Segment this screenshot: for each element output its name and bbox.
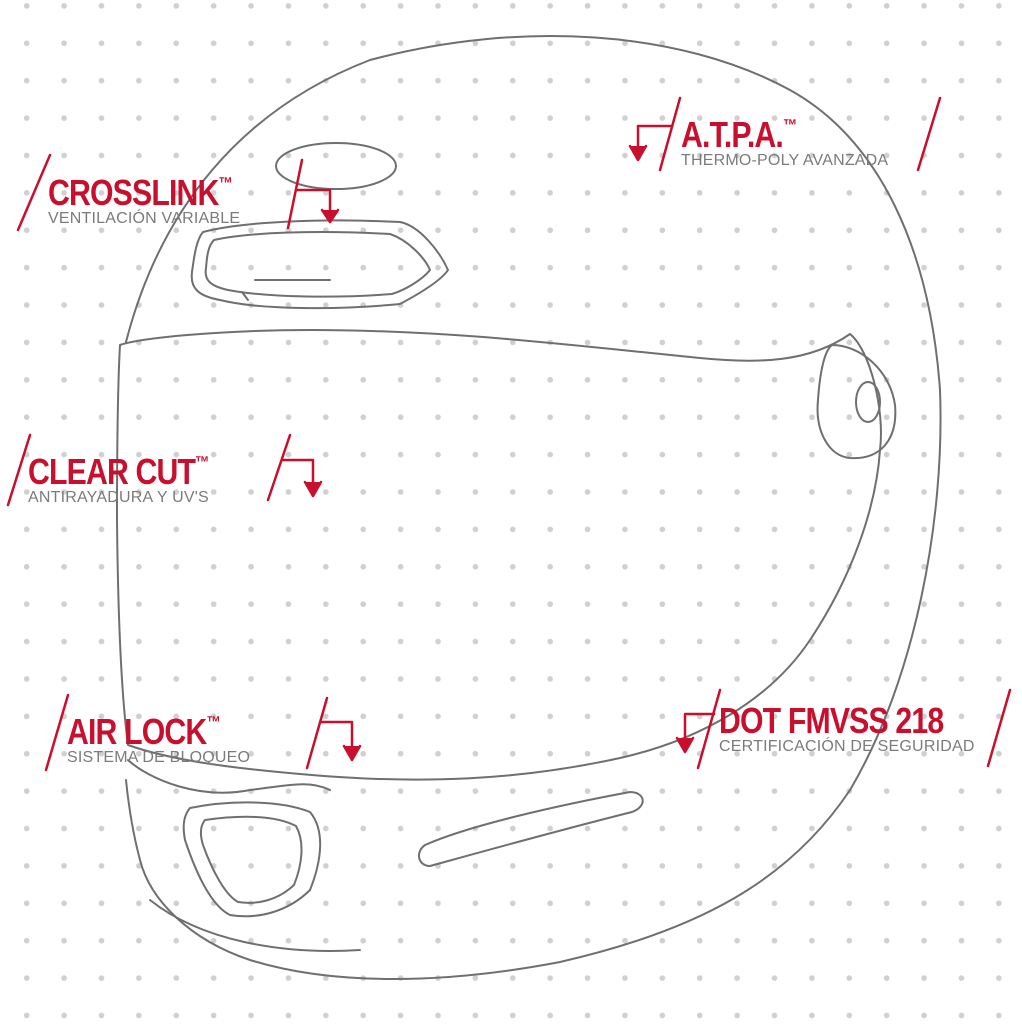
feature-subtitle: THERMO-POLY AVANZADA xyxy=(681,152,889,169)
visor xyxy=(116,329,882,781)
callout-dot: DOT FMVSS 218 CERTIFICACIÓN DE SEGURIDAD xyxy=(719,700,986,756)
pivot-screw xyxy=(855,381,881,423)
feature-title: AIR LOCK™ xyxy=(67,711,221,752)
feature-subtitle: CERTIFICACIÓN DE SEGURIDAD xyxy=(719,738,975,755)
side-vent xyxy=(418,791,644,867)
feature-title: A.T.P.A.™ xyxy=(681,114,798,155)
visor-pivot xyxy=(816,344,897,460)
chin-vent-inner xyxy=(199,815,303,904)
helmet-shell xyxy=(125,35,942,980)
crosslink-vent-inner xyxy=(204,231,431,298)
feature-subtitle: SISTEMA DE BLOQUEO xyxy=(67,749,251,766)
callout-crosslink: CROSSLINK™ VENTILACIÓN VARIABLE xyxy=(48,166,268,227)
feature-title: DOT FMVSS 218 xyxy=(719,700,944,741)
callout-atpa: A.T.P.A.™ THERMO-POLY AVANZADA xyxy=(681,108,888,169)
chin-vent xyxy=(182,801,322,918)
crosslink-vent xyxy=(190,219,449,310)
callout-air-lock: AIR LOCK™ SISTEMA DE BLOQUEO xyxy=(67,705,250,766)
feature-subtitle: VENTILACIÓN VARIABLE xyxy=(48,210,241,227)
feature-title: CLEAR CUT™ xyxy=(28,451,210,492)
callout-clear-cut: CLEAR CUT™ ANTIRAYADURA Y UV'S xyxy=(28,445,244,506)
shell-lower-edge xyxy=(149,899,361,952)
top-vent xyxy=(275,142,397,190)
chin-curve xyxy=(127,759,331,794)
feature-title: CROSSLINK™ xyxy=(48,172,233,213)
feature-subtitle: ANTIRAYADURA Y UV'S xyxy=(28,489,209,506)
